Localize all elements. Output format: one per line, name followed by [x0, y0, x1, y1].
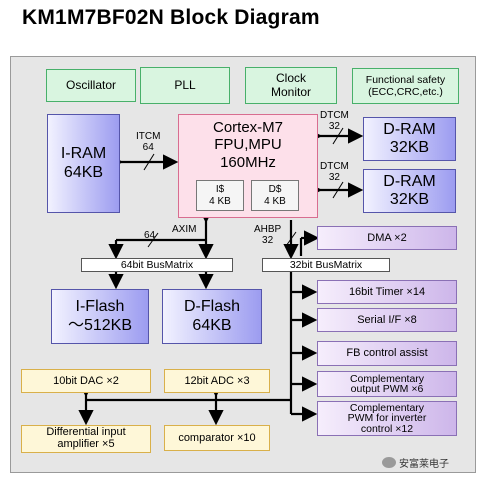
- timer-block: 16bit Timer ×14: [317, 280, 457, 304]
- dma-block: DMA ×2: [317, 226, 457, 250]
- axim-label: AXIM: [172, 224, 197, 235]
- watermark-text: 安富莱电子: [399, 459, 449, 470]
- dtcm-label-2: DTCM 32: [320, 161, 349, 183]
- dram-block-1: D-RAM 32KB: [363, 117, 456, 161]
- complementary-pwm-block: Complementary output PWM ×6: [317, 371, 457, 397]
- iflash-block: I-Flash ～512KB: [51, 289, 149, 344]
- cortex-m7-core: Cortex-M7 FPU,MPU 160MHz: [178, 114, 318, 218]
- oscillator-block: Oscillator: [46, 69, 136, 102]
- serial-if-block: Serial I/F ×8: [317, 308, 457, 332]
- bus-matrix-32bit: 32bit BusMatrix: [262, 258, 390, 272]
- diagram-title: KM1M7BF02N Block Diagram: [22, 6, 320, 29]
- pll-block: PLL: [140, 67, 230, 104]
- wechat-icon: [382, 457, 396, 468]
- clock-monitor-block: Clock Monitor: [245, 67, 337, 104]
- dtcm-label-1: DTCM 32: [320, 110, 349, 132]
- watermark: 安富莱电子: [382, 455, 449, 470]
- dram-block-2: D-RAM 32KB: [363, 169, 456, 213]
- functional-safety-block: Functional safety (ECC,CRC,etc.): [352, 68, 459, 104]
- axim-width-label: 64: [144, 230, 156, 241]
- adc-block: 12bit ADC ×3: [164, 369, 270, 393]
- ahbp-label: AHBP 32: [254, 224, 282, 246]
- inverter-pwm-block: Complementary PWM for inverter control ×…: [317, 401, 457, 436]
- iram-block: I-RAM 64KB: [47, 114, 120, 213]
- comparator-block: comparator ×10: [164, 425, 270, 451]
- fb-control-block: FB control assist: [317, 341, 457, 366]
- dcache-block: D$ 4 KB: [251, 180, 299, 211]
- dac-block: 10bit DAC ×2: [21, 369, 151, 393]
- itcm-label: ITCM 64: [136, 131, 161, 153]
- differential-amplifier-block: Differential input amplifier ×5: [21, 425, 151, 453]
- bus-matrix-64bit: 64bit BusMatrix: [81, 258, 233, 272]
- icache-block: I$ 4 KB: [196, 180, 244, 211]
- dflash-block: D-Flash 64KB: [162, 289, 262, 344]
